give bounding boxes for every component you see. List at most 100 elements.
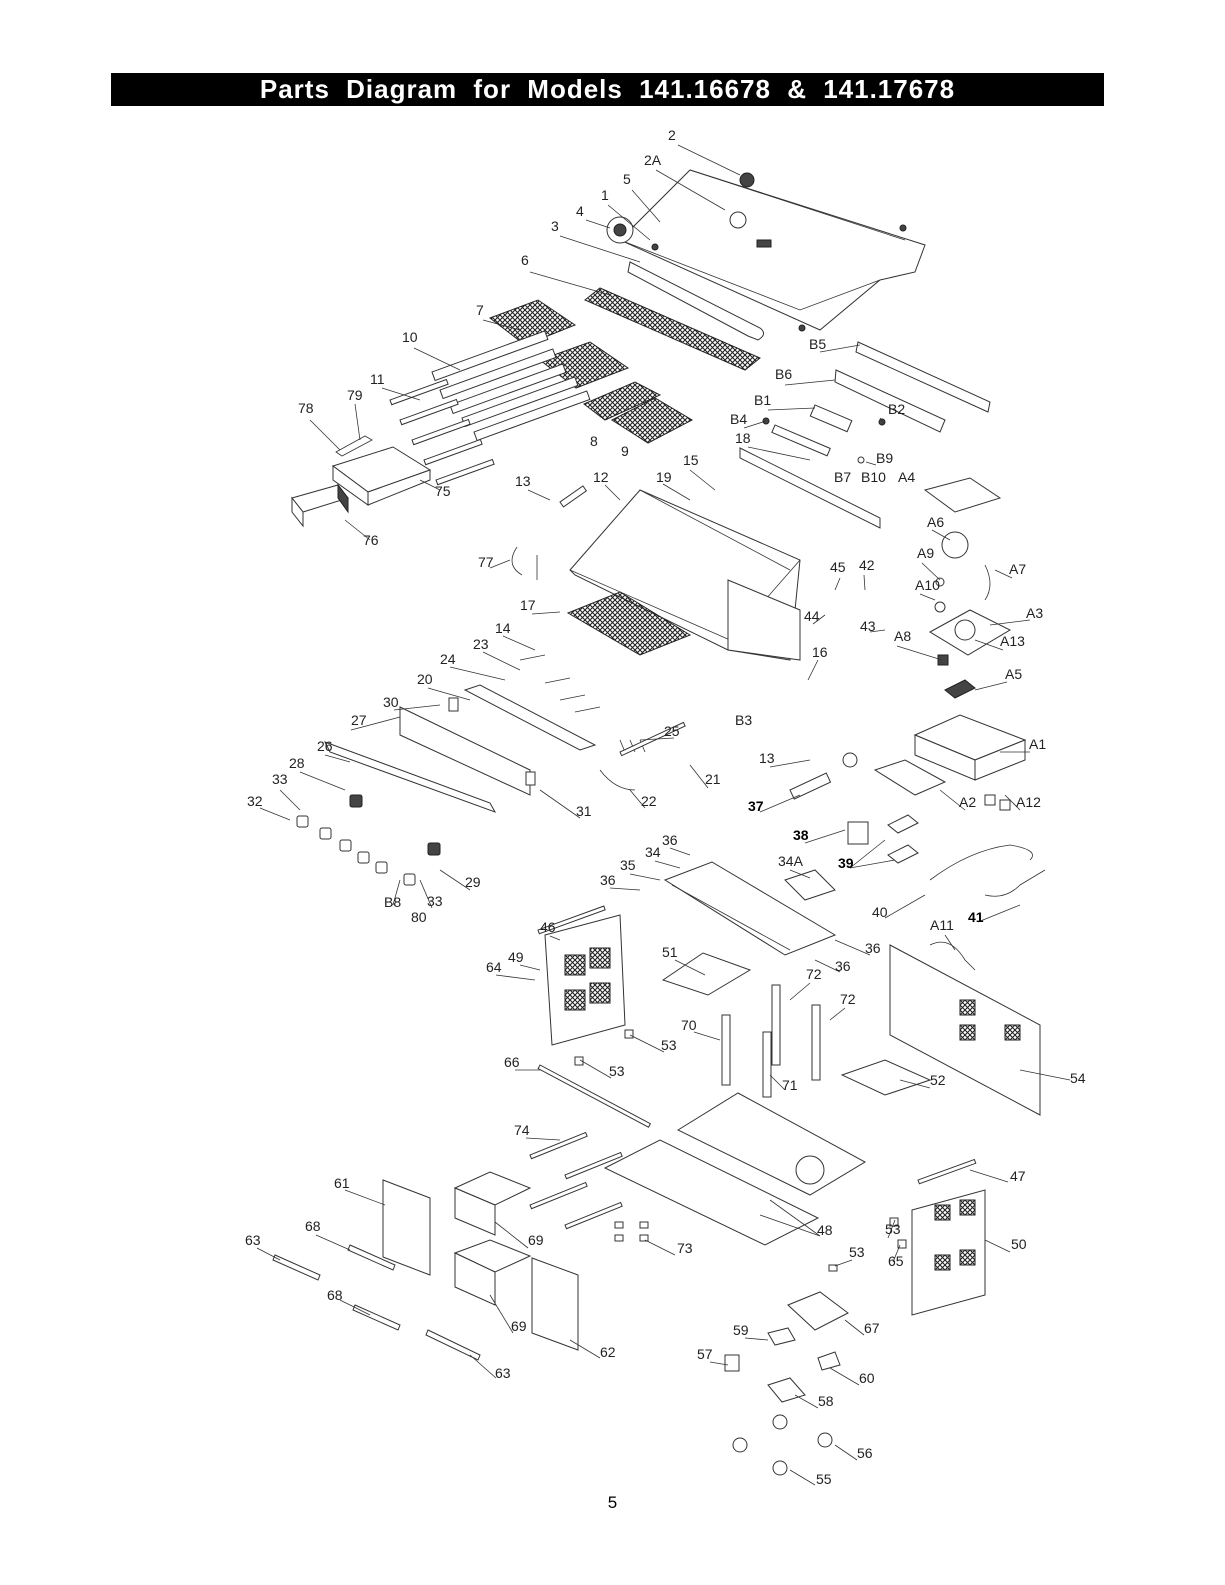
part-callout-9: 9 <box>621 443 629 459</box>
drawers <box>453 1171 532 1306</box>
part-callout-1: 1 <box>601 187 609 203</box>
part-callout-53: 53 <box>609 1063 625 1079</box>
part-callout-11: 11 <box>370 371 385 387</box>
part-callout-61: 61 <box>334 1175 350 1191</box>
part-callout-27: 27 <box>351 712 367 728</box>
part-callout-b8: B8 <box>384 894 401 910</box>
firebox <box>511 485 801 661</box>
leader-lines <box>256 144 1071 1486</box>
part-callout-7: 7 <box>476 302 484 318</box>
part-callout-68: 68 <box>305 1218 321 1234</box>
part-callout-a9: A9 <box>917 545 934 561</box>
part-callout-47: 47 <box>1010 1168 1026 1184</box>
part-callout-63: 63 <box>495 1365 511 1381</box>
part-callout-63: 63 <box>245 1232 261 1248</box>
cart-top-shelf <box>663 861 837 956</box>
part-callout-80: 80 <box>411 909 427 925</box>
part-callout-65: 65 <box>888 1253 904 1269</box>
part-callout-26: 26 <box>317 738 333 754</box>
part-callout-a11: A11 <box>930 917 954 933</box>
side-burner-housing <box>873 714 1027 811</box>
part-callout-58: 58 <box>818 1393 834 1409</box>
part-callout-53: 53 <box>849 1244 865 1260</box>
part-callout-31: 31 <box>576 803 592 819</box>
part-callout-53: 53 <box>661 1037 677 1053</box>
part-callout-57: 57 <box>697 1346 713 1362</box>
burners <box>335 330 591 486</box>
part-callout-60: 60 <box>859 1370 875 1386</box>
part-callout-41: 41 <box>968 909 984 925</box>
control-knobs <box>296 794 441 886</box>
part-callout-19: 19 <box>656 469 672 485</box>
part-callout-46: 46 <box>540 919 556 935</box>
cart-right-panel <box>889 944 1041 1116</box>
part-callout-a13: A13 <box>1000 633 1025 649</box>
part-callout-a2: A2 <box>959 794 976 810</box>
page-title: Parts Diagram for Models 141.16678 & 141… <box>111 73 1104 106</box>
end-cap <box>291 483 349 528</box>
part-callout-66: 66 <box>504 1054 520 1070</box>
part-callout-72: 72 <box>840 991 856 1007</box>
part-callout-b9: B9 <box>876 450 893 466</box>
part-callout-a1: A1 <box>1029 736 1046 752</box>
part-callout-b6: B6 <box>775 366 792 382</box>
part-callout-71: 71 <box>782 1077 798 1093</box>
part-callout-70: 70 <box>681 1017 697 1033</box>
part-callout-25: 25 <box>664 723 680 739</box>
part-callout-b1: B1 <box>754 392 771 408</box>
part-callout-20: 20 <box>417 671 433 687</box>
part-callout-2a: 2A <box>644 152 662 168</box>
part-callout-43: 43 <box>860 618 876 634</box>
part-callout-48: 48 <box>817 1222 833 1238</box>
part-callout-56: 56 <box>857 1445 873 1461</box>
part-callout-22: 22 <box>641 793 657 809</box>
part-callout-4: 4 <box>576 203 584 219</box>
part-callout-67: 67 <box>864 1320 880 1336</box>
cart-left-panel <box>544 914 626 1046</box>
warming-rack <box>584 287 761 371</box>
part-callout-50: 50 <box>1011 1236 1027 1252</box>
part-callout-10: 10 <box>402 329 418 345</box>
cart-base <box>529 1092 867 1246</box>
part-callout-a6: A6 <box>927 514 944 530</box>
door-handles <box>272 1244 481 1361</box>
part-callout-37: 37 <box>748 798 764 814</box>
part-callout-a4: A4 <box>898 469 915 485</box>
part-callout-b5: B5 <box>809 336 826 352</box>
part-callout-59: 59 <box>733 1322 749 1338</box>
part-callout-29: 29 <box>465 874 481 890</box>
part-callout-79: 79 <box>347 387 363 403</box>
part-callout-15: 15 <box>683 452 699 468</box>
part-callout-35: 35 <box>620 857 636 873</box>
part-callout-44: 44 <box>804 608 820 624</box>
rear-panels <box>739 341 991 529</box>
heat-tents <box>566 591 692 656</box>
part-callout-52: 52 <box>930 1072 946 1088</box>
cabinet-doors <box>382 1179 579 1351</box>
part-callout-34: 34 <box>645 844 661 860</box>
part-callout-16: 16 <box>812 644 828 660</box>
part-callout-b7: B7 <box>834 469 851 485</box>
part-callout-a5: A5 <box>1005 666 1022 682</box>
part-callout-34a: 34A <box>778 853 804 869</box>
part-callout-36: 36 <box>835 958 851 974</box>
part-callout-74: 74 <box>514 1122 530 1138</box>
part-callout-32: 32 <box>247 793 263 809</box>
part-callout-14: 14 <box>495 620 511 636</box>
part-callout-a12: A12 <box>1016 794 1041 810</box>
cart-shelves <box>574 952 932 1096</box>
lid-handle <box>627 261 764 341</box>
part-callout-3: 3 <box>551 218 559 234</box>
cart-posts <box>537 905 821 1128</box>
valve-manifold <box>323 654 686 813</box>
part-callout-68: 68 <box>327 1287 343 1303</box>
part-callout-18: 18 <box>735 430 751 446</box>
grill-lid <box>619 169 926 332</box>
part-callout-17: 17 <box>520 597 536 613</box>
side-shelf <box>331 446 432 506</box>
part-callout-b3: B3 <box>735 712 752 728</box>
part-callout-a10: A10 <box>915 577 940 593</box>
part-callout-23: 23 <box>473 636 489 652</box>
cooking-grates <box>488 299 694 444</box>
